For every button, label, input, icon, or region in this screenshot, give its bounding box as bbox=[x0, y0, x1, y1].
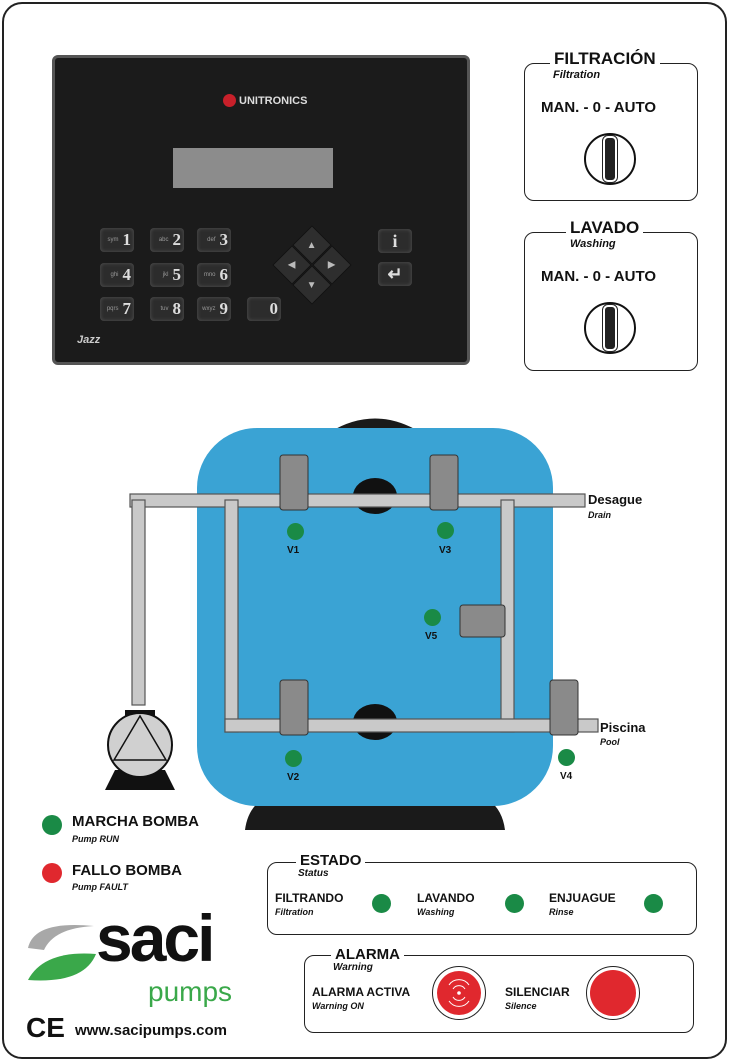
valves bbox=[279, 454, 579, 736]
status-subtitle: Status bbox=[298, 868, 329, 879]
alarm-active-sublabel: Warning ON bbox=[312, 1001, 364, 1011]
pool-label: Piscina bbox=[600, 720, 646, 735]
website-link[interactable]: www.sacipumps.com bbox=[75, 1022, 227, 1039]
status-panel bbox=[267, 862, 697, 935]
ce-mark: CE bbox=[26, 1012, 65, 1043]
status-washing-label: LAVANDO bbox=[417, 891, 475, 905]
valve-v3-label: V3 bbox=[439, 545, 452, 556]
saci-logo-icon bbox=[28, 924, 96, 981]
status-filtering-sublabel: Filtration bbox=[275, 907, 314, 917]
filtration-modes: MAN. - 0 - AUTO bbox=[541, 99, 656, 116]
model-label: Jazz bbox=[77, 334, 101, 346]
silence-button[interactable] bbox=[586, 966, 640, 1020]
valve-v5-label: V5 bbox=[425, 631, 438, 642]
status-rinse-label: ENJUAGUE bbox=[549, 891, 616, 905]
alarm-active-label: ALARMA ACTIVA bbox=[312, 985, 411, 999]
key-0[interactable]: 0 bbox=[247, 297, 281, 321]
unitronics-logo: UNITRONICS bbox=[223, 94, 307, 107]
valve-v5-led bbox=[424, 609, 441, 626]
pump-run-sublabel: Pump RUN bbox=[72, 834, 119, 844]
lcd-display bbox=[173, 148, 333, 188]
pump-run-label: MARCHA BOMBA bbox=[72, 813, 199, 830]
valve-v3-led bbox=[437, 522, 454, 539]
alarm-panel bbox=[304, 955, 694, 1033]
silence-label: SILENCIAR bbox=[505, 985, 570, 999]
status-filtering-led bbox=[372, 894, 391, 913]
pump-fault-sublabel: Pump FAULT bbox=[72, 882, 128, 892]
pump-run-led bbox=[42, 815, 62, 835]
status-title: ESTADO bbox=[296, 852, 366, 869]
silence-sublabel: Silence bbox=[505, 1001, 537, 1011]
pump-icon bbox=[107, 712, 173, 778]
filtration-subtitle: Filtration bbox=[553, 69, 601, 81]
alarm-waves-icon bbox=[437, 971, 481, 1015]
valve-v2-led bbox=[285, 750, 302, 767]
status-rinse-led bbox=[644, 894, 663, 913]
status-washing-sublabel: Washing bbox=[417, 907, 455, 917]
washing-subtitle: Washing bbox=[570, 238, 616, 250]
valve-v2-label: V2 bbox=[287, 772, 300, 783]
status-filtering-label: FILTRANDO bbox=[275, 891, 344, 905]
alarm-subtitle: Warning bbox=[333, 962, 373, 973]
pump-base bbox=[105, 770, 175, 790]
alarm-title: ALARMA bbox=[331, 946, 404, 963]
valve-v1-led bbox=[287, 523, 304, 540]
washing-modes: MAN. - 0 - AUTO bbox=[541, 268, 656, 285]
filtration-selector-knob[interactable] bbox=[584, 133, 636, 185]
valve-v4-led bbox=[558, 749, 575, 766]
brand-text: UNITRONICS bbox=[239, 94, 308, 107]
washing-selector-knob[interactable] bbox=[584, 302, 636, 354]
pool-sublabel: Pool bbox=[600, 737, 620, 747]
pump-fault-led bbox=[42, 863, 62, 883]
alarm-active-indicator bbox=[432, 966, 486, 1020]
valve-v4-label: V4 bbox=[560, 771, 573, 782]
enter-button[interactable]: ↵ bbox=[378, 262, 412, 286]
unitronics-logo-icon bbox=[223, 94, 236, 107]
saci-brand-name: saci bbox=[96, 901, 215, 975]
pipes bbox=[129, 493, 599, 733]
status-rinse-sublabel: Rinse bbox=[549, 907, 574, 917]
status-washing-led bbox=[505, 894, 524, 913]
pump-fault-label: FALLO BOMBA bbox=[72, 862, 182, 879]
valve-v1-label: V1 bbox=[287, 545, 300, 556]
info-button[interactable]: i bbox=[378, 229, 412, 253]
drain-label: Desague bbox=[588, 492, 643, 507]
saci-brand-pumps: pumps bbox=[148, 976, 233, 1007]
washing-title: LAVADO bbox=[566, 219, 644, 236]
drain-sublabel: Drain bbox=[588, 510, 612, 520]
filtration-title: FILTRACIÓN bbox=[550, 50, 660, 67]
